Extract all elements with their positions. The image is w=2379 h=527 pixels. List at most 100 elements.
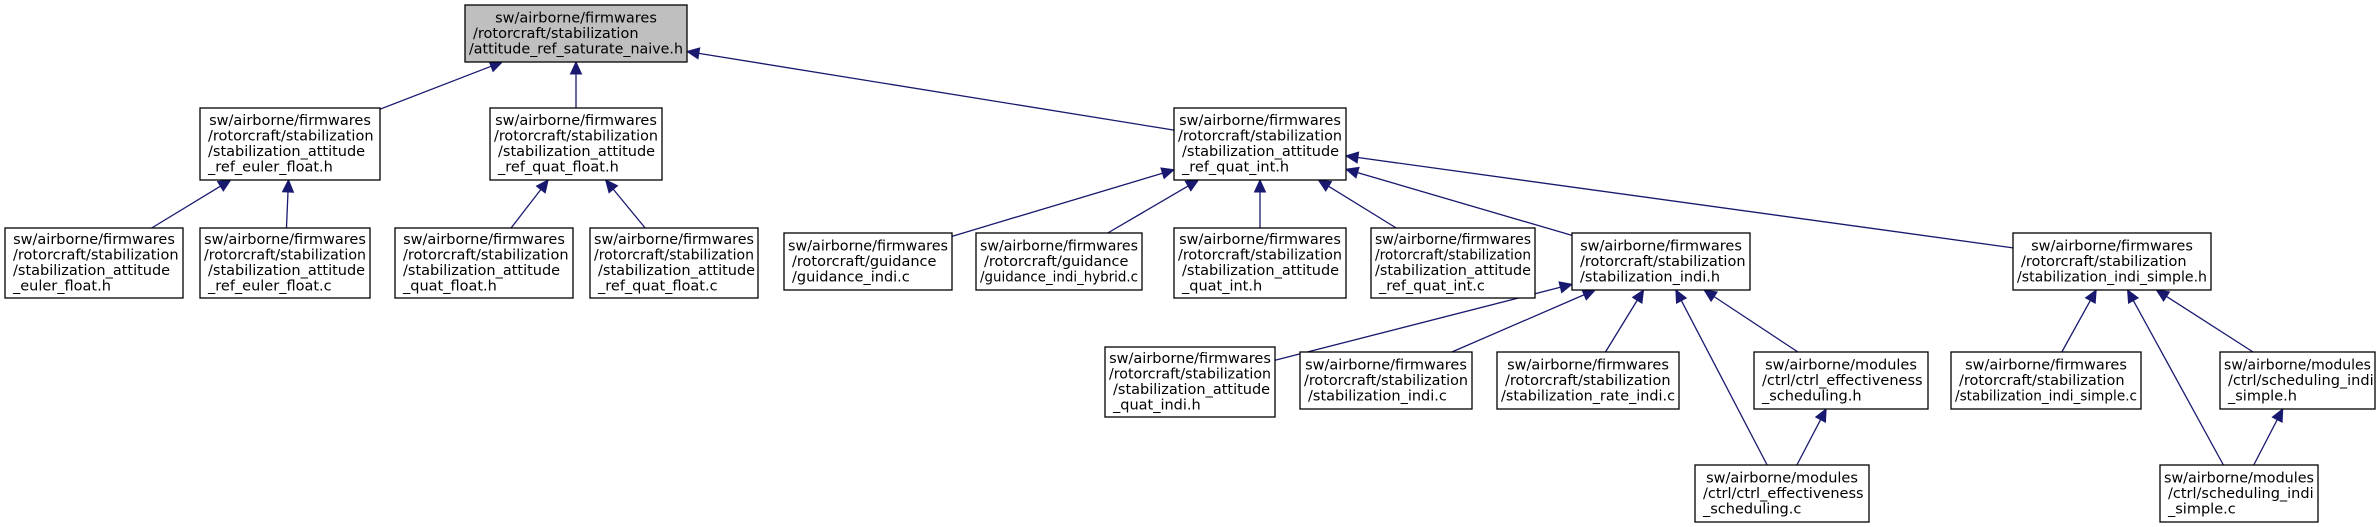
arrowhead-icon [685, 47, 701, 60]
arrowhead-icon [1675, 288, 1688, 304]
node-label-line: sw/airborne/firmwares [1580, 238, 1742, 254]
node-label-line: _quat_int.h [1181, 279, 1262, 295]
edge-attitude_quat_float_h-to-ref_quat_float_h [510, 189, 542, 229]
node-attitude_quat_float_h[interactable]: sw/airborne/firmwares/rotorcraft/stabili… [394, 227, 574, 299]
node-label-line: /stabilization_indi.h [1580, 269, 1720, 285]
edge-ctrl_eff_sched_h-to-stab_indi_h [1713, 296, 1799, 353]
node-label-line: /rotorcraft/stabilization [13, 248, 179, 264]
node-label-line: sw/airborne/modules [2224, 357, 2371, 373]
node-guidance_indi_c[interactable]: sw/airborne/firmwares/rotorcraft/guidanc… [783, 232, 953, 291]
node-label-line: /rotorcraft/stabilization [208, 129, 374, 145]
node-label-line: sw/airborne/firmwares [1109, 351, 1271, 367]
node-box [1571, 232, 1751, 291]
node-label-line: /stabilization_attitude [208, 144, 365, 160]
node-label-line: sw/airborne/firmwares [980, 238, 1138, 254]
edge-stab_indi_h-to-ref_quat_int_h [1357, 171, 1573, 237]
node-ref_euler_float_h[interactable]: sw/airborne/firmwares/rotorcraft/stabili… [199, 107, 381, 181]
node-stab_indi_simple_h[interactable]: sw/airborne/firmwares/rotorcraft/stabili… [2012, 232, 2212, 291]
nodes-layer: sw/airborne/firmwares/rotorcraft/stabili… [4, 4, 2376, 523]
arrowhead-icon [569, 60, 583, 75]
node-label-line: sw/airborne/firmwares [1305, 357, 1467, 373]
arrowhead-icon [1253, 178, 1267, 193]
node-label-line: /stabilization_indi.c [1308, 388, 1447, 404]
node-label-line: sw/airborne/firmwares [495, 113, 657, 129]
node-label-line: /rotorcraft/stabilization [1375, 248, 1531, 264]
arrowhead-icon [1344, 166, 1360, 179]
node-box [2219, 351, 2376, 410]
node-label-line: /rotorcraft/stabilization [2021, 254, 2187, 270]
edge-ref_euler_float_c-to-ref_euler_float_h [285, 191, 289, 229]
node-box [1753, 351, 1929, 410]
node-box [2012, 232, 2212, 291]
node-box [1299, 351, 1473, 410]
arrowhead-icon [2271, 407, 2284, 423]
edge-attitude_euler_float_h-to-ref_euler_float_h [151, 185, 221, 229]
node-label-line: /rotorcraft/stabilization [1505, 373, 1671, 389]
node-label-line: /stabilization_indi_simple.h [2017, 269, 2207, 285]
arrowhead-icon [2084, 288, 2097, 304]
node-box [199, 107, 381, 181]
node-box [489, 107, 663, 181]
node-attitude_quat_int_h[interactable]: sw/airborne/firmwares/rotorcraft/stabili… [1173, 227, 1347, 299]
node-label-line: /rotorcraft/stabilization [494, 129, 658, 145]
node-label-line: /rotorcraft/stabilization [1304, 373, 1468, 389]
edge-guidance_indi_hybrid_c-to-ref_quat_int_h [1107, 185, 1189, 234]
node-label-line: sw/airborne/firmwares [204, 232, 366, 248]
node-ref_quat_float_c[interactable]: sw/airborne/firmwares/rotorcraft/stabili… [589, 227, 759, 299]
node-box [2159, 464, 2319, 523]
edge-sched_indi_simple_c-to-stab_indi_simple_h [2132, 300, 2224, 466]
node-stab_indi_h[interactable]: sw/airborne/firmwares/rotorcraft/stabili… [1571, 232, 1751, 291]
edge-stab_rate_indi_c-to-stab_indi_h [1604, 299, 1638, 353]
node-label-line: _quat_indi.h [1112, 398, 1201, 414]
node-guidance_indi_hybrid_c[interactable]: sw/airborne/firmwares/rotorcraft/guidanc… [975, 232, 1143, 291]
node-ctrl_eff_sched_c[interactable]: sw/airborne/modules/ctrl/ctrl_effectiven… [1694, 464, 1870, 523]
node-box [1694, 464, 1870, 523]
edge-ref_quat_int_h-to-root [698, 52, 1175, 131]
node-ref_euler_float_c[interactable]: sw/airborne/firmwares/rotorcraft/stabili… [199, 227, 371, 299]
node-label-line: /stabilization_attitude [1182, 263, 1339, 279]
node-label-line: sw/airborne/modules [2164, 470, 2314, 486]
arrowhead-icon [604, 179, 619, 194]
node-label-line: /stabilization_rate_indi.c [1501, 388, 1675, 404]
node-label-line: _ref_quat_int.c [1378, 279, 1485, 295]
node-attitude_euler_float_h[interactable]: sw/airborne/firmwares/rotorcraft/stabili… [4, 227, 184, 299]
node-label-line: /rotorcraft/guidance [984, 254, 1129, 270]
edge-ref_euler_float_h-to-root [379, 65, 492, 110]
arrowhead-icon [488, 60, 504, 73]
node-box [464, 4, 688, 63]
node-label-line: /ctrl/ctrl_effectiveness [1703, 486, 1864, 502]
node-label-line: /rotorcraft/stabilization [1178, 248, 1342, 264]
node-label-line: _ref_euler_float.h [207, 160, 333, 176]
node-label-line: /rotorcraft/stabilization [204, 248, 366, 264]
edge-ctrl_eff_sched_c-to-ctrl_eff_sched_h [1796, 419, 1822, 466]
node-stab_rate_indi_c[interactable]: sw/airborne/firmwares/rotorcraft/stabili… [1496, 351, 1680, 410]
node-box [1496, 351, 1680, 410]
edge-ctrl_eff_sched_c-to-stab_indi_h [1680, 300, 1768, 466]
node-sched_indi_simple_c[interactable]: sw/airborne/modules/ctrl/scheduling_indi… [2159, 464, 2319, 523]
node-box [589, 227, 759, 299]
node-label-line: /rotorcraft/stabilization [594, 248, 754, 264]
node-box [1370, 227, 1536, 299]
node-label-line: /stabilization_indi_simple.c [1955, 388, 2137, 404]
node-stab_indi_c[interactable]: sw/airborne/firmwares/rotorcraft/stabili… [1299, 351, 1473, 410]
edge-sched_indi_simple_c-to-sched_indi_simple_h [2253, 419, 2278, 466]
node-ctrl_eff_sched_h[interactable]: sw/airborne/modules/ctrl/ctrl_effectiven… [1753, 351, 1929, 410]
node-ref_quat_int_c[interactable]: sw/airborne/firmwares/rotorcraft/stabili… [1370, 227, 1536, 299]
node-stab_indi_simple_c[interactable]: sw/airborne/firmwares/rotorcraft/stabili… [1950, 351, 2142, 410]
edge-ref_quat_int_c-to-ref_quat_int_h [1328, 185, 1397, 229]
node-ref_quat_int_h[interactable]: sw/airborne/firmwares/rotorcraft/stabili… [1173, 107, 1347, 181]
node-label-line: /stabilization_attitude [498, 144, 655, 160]
node-attitude_quat_indi_h[interactable]: sw/airborne/firmwares/rotorcraft/stabili… [1104, 346, 1276, 418]
node-box [199, 227, 371, 299]
node-label-line: /rotorcraft/stabilization [1178, 129, 1342, 145]
node-sched_indi_simple_h[interactable]: sw/airborne/modules/ctrl/scheduling_indi… [2219, 351, 2376, 410]
node-label-line: _ref_euler_float.c [207, 279, 332, 295]
node-ref_quat_float_h[interactable]: sw/airborne/firmwares/rotorcraft/stabili… [489, 107, 663, 181]
arrowhead-icon [216, 179, 232, 192]
node-label-line: /attitude_ref_saturate_naive.h [469, 41, 683, 57]
arrowhead-icon [535, 179, 549, 194]
node-label-line: /ctrl/scheduling_indi [2168, 486, 2314, 502]
node-label-line: /stabilization_attitude [208, 263, 365, 279]
node-label-line: _simple.h [2227, 388, 2297, 404]
edge-stab_indi_c-to-stab_indi_h [1451, 294, 1585, 353]
